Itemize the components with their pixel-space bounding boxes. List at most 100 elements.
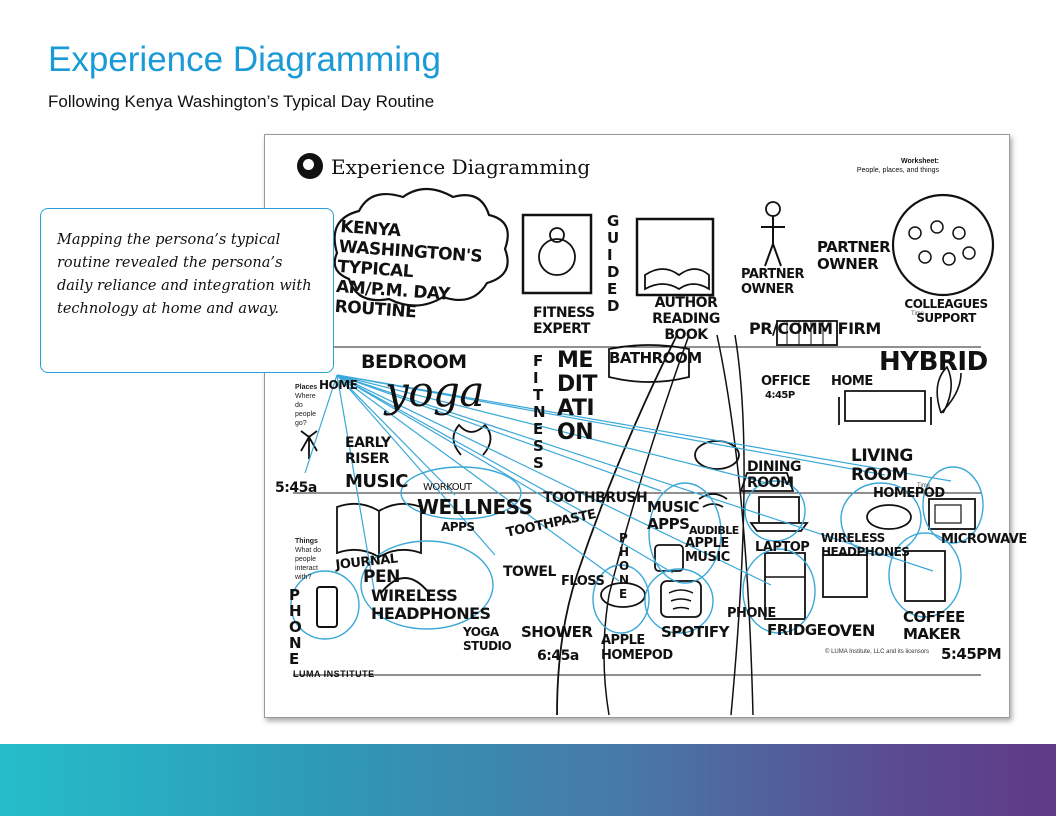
office-time-label: 4:45P	[765, 390, 795, 401]
bathroom-curtain-icon	[608, 344, 690, 383]
highlight-circle-coffee	[888, 532, 962, 618]
yoga-label: yoga	[385, 367, 484, 416]
fitness-expert-label: FITNESS EXPERT	[533, 305, 595, 337]
homepod-icon	[866, 504, 912, 530]
highlight-circle-headphones	[360, 540, 494, 630]
callout-box: Mapping the persona’s typical routine re…	[40, 208, 334, 373]
spotify-icon	[660, 580, 702, 618]
living-room-label: LIVING ROOM	[851, 446, 913, 485]
coffee-maker-label: COFFEE MAKER	[903, 608, 965, 643]
apple-homepod-label: APPLE HOMEPOD	[601, 633, 673, 663]
fitness-expert-face-icon	[538, 238, 576, 276]
partner-owner-1-label: PARTNER OWNER	[741, 267, 804, 297]
worksheet-title: Experience Diagramming	[331, 155, 591, 179]
hybrid-label: HYBRID	[879, 347, 988, 377]
persona-cloud	[333, 187, 509, 307]
dining-room-label: DINING ROOM	[747, 459, 801, 491]
time-label-bottom: Time	[917, 483, 931, 489]
worksheet-subtitle: People, places, and things	[856, 167, 939, 174]
apple-music-label: APPLE MUSIC	[685, 536, 730, 565]
sketch-lines	[290, 187, 995, 716]
plant-icon	[936, 365, 962, 414]
wireless-headphones-label: WIRELESS HEADPHONES	[371, 586, 491, 623]
highlight-circle-laptop	[744, 480, 806, 542]
toothbrush-label: TOOTHBRUSH	[543, 490, 648, 506]
highlight-circle-fridge	[742, 548, 816, 634]
worksheet-image: Experience Diagramming Worksheet: People…	[264, 134, 1027, 718]
homepod-label: HOMEPOD	[873, 486, 945, 501]
fridge-icon	[764, 552, 806, 620]
author-frame	[635, 217, 715, 297]
audible-icon	[698, 493, 728, 508]
bathroom-label: BATHROOM	[609, 349, 702, 367]
places-row-label: Places Where do people go?	[295, 384, 318, 427]
towel-label: TOWEL	[503, 564, 556, 580]
office-building-icon	[776, 320, 838, 346]
highlight-circle-microwave	[922, 466, 984, 544]
apps-label: APPS	[441, 520, 475, 534]
spotify-label: SPOTIFY	[661, 623, 729, 641]
persona-label: KENYA WASHINGTON'S TYPICAL AM/P.M. DAY R…	[334, 217, 483, 323]
callout-connector-lines	[304, 374, 952, 596]
home-office-label: HOME	[831, 374, 873, 389]
dining-table-icon	[739, 472, 795, 492]
pr-comm-firm-label: PR/COMM FIRM	[749, 319, 881, 338]
shower-time-label: 6:45a	[537, 648, 579, 664]
phone-left-label: PHONE	[289, 586, 302, 668]
partner-owner-2-label: PARTNER OWNER	[817, 238, 891, 273]
meditation-label: MEDITATION	[557, 348, 597, 445]
footer-gradient-band	[0, 744, 1056, 816]
highlight-circle-music-apps	[648, 482, 722, 584]
coffee-maker-icon	[904, 550, 946, 602]
music-label: MUSIC	[345, 471, 408, 492]
microwave-label: MICROWAVE	[941, 532, 1027, 547]
laptop-label: LAPTOP	[755, 540, 810, 555]
phone-vertical-label: PHONE	[619, 531, 629, 601]
fitness-label: FITNESS	[533, 352, 546, 472]
page-subtitle: Following Kenya Washington’s Typical Day…	[48, 92, 435, 111]
highlight-circle-spotify	[644, 568, 714, 634]
worksheet-type: Worksheet: People, places, and things	[857, 157, 939, 175]
toilet-icon	[694, 440, 740, 470]
wellness-label: WELLNESS	[417, 495, 533, 519]
colleagues-label: COLLEAGUES SUPPORT	[904, 297, 988, 325]
highlight-circle-phone	[290, 570, 360, 640]
pen-label: PEN	[363, 567, 400, 587]
highlight-circle-homepod	[592, 564, 650, 634]
fridge-label: FRIDGE	[767, 621, 827, 639]
office-label: OFFICE	[761, 374, 811, 389]
highlight-circle-wellness	[400, 466, 522, 520]
home-label: HOME	[319, 378, 358, 392]
wireless-headphones-2-label: WIRELESS HEADPHONES	[821, 531, 910, 559]
highlight-circle-wireless	[840, 482, 922, 556]
music-apps-label: MUSIC APPS	[647, 498, 700, 533]
workout-label: WORKOUT	[423, 482, 472, 493]
phone-center-label: PHONE	[727, 606, 776, 621]
fitness-expert-frame	[521, 213, 593, 295]
shower-label: SHOWER	[521, 623, 593, 641]
worksheet-label: Worksheet:	[901, 158, 939, 165]
time-label-top: Time	[911, 311, 925, 317]
journal-icon	[336, 502, 422, 559]
floss-label: FLOSS	[561, 574, 605, 589]
things-row-label: Things What do people interact with?	[295, 538, 322, 581]
book-icon	[644, 268, 710, 291]
luma-logo-icon	[297, 153, 323, 179]
sofa-icon	[838, 390, 932, 425]
end-time-label: 5:45PM	[941, 645, 1002, 663]
colleagues-circle	[891, 193, 995, 297]
highlight-circles	[290, 466, 984, 640]
callout-text: Mapping the persona’s typical routine re…	[57, 232, 312, 317]
microwave-icon	[928, 498, 976, 530]
phone-left-icon	[316, 586, 338, 628]
audible-label: AUDIBLE	[689, 524, 739, 537]
copyright: © LUMA Institute, LLC and its licensors	[825, 649, 930, 655]
wake-time-label: 5:45a	[275, 480, 317, 496]
oven-icon	[822, 554, 868, 598]
partner-figure-icon	[765, 201, 781, 217]
oven-label: OVEN	[827, 621, 875, 640]
guided-label: GUIDED	[607, 212, 619, 315]
early-riser-label: EARLY RISER	[345, 435, 391, 467]
yoga-studio-label: YOGA STUDIO	[463, 625, 512, 653]
luma-brand: LUMA INSTITUTE	[293, 669, 375, 679]
